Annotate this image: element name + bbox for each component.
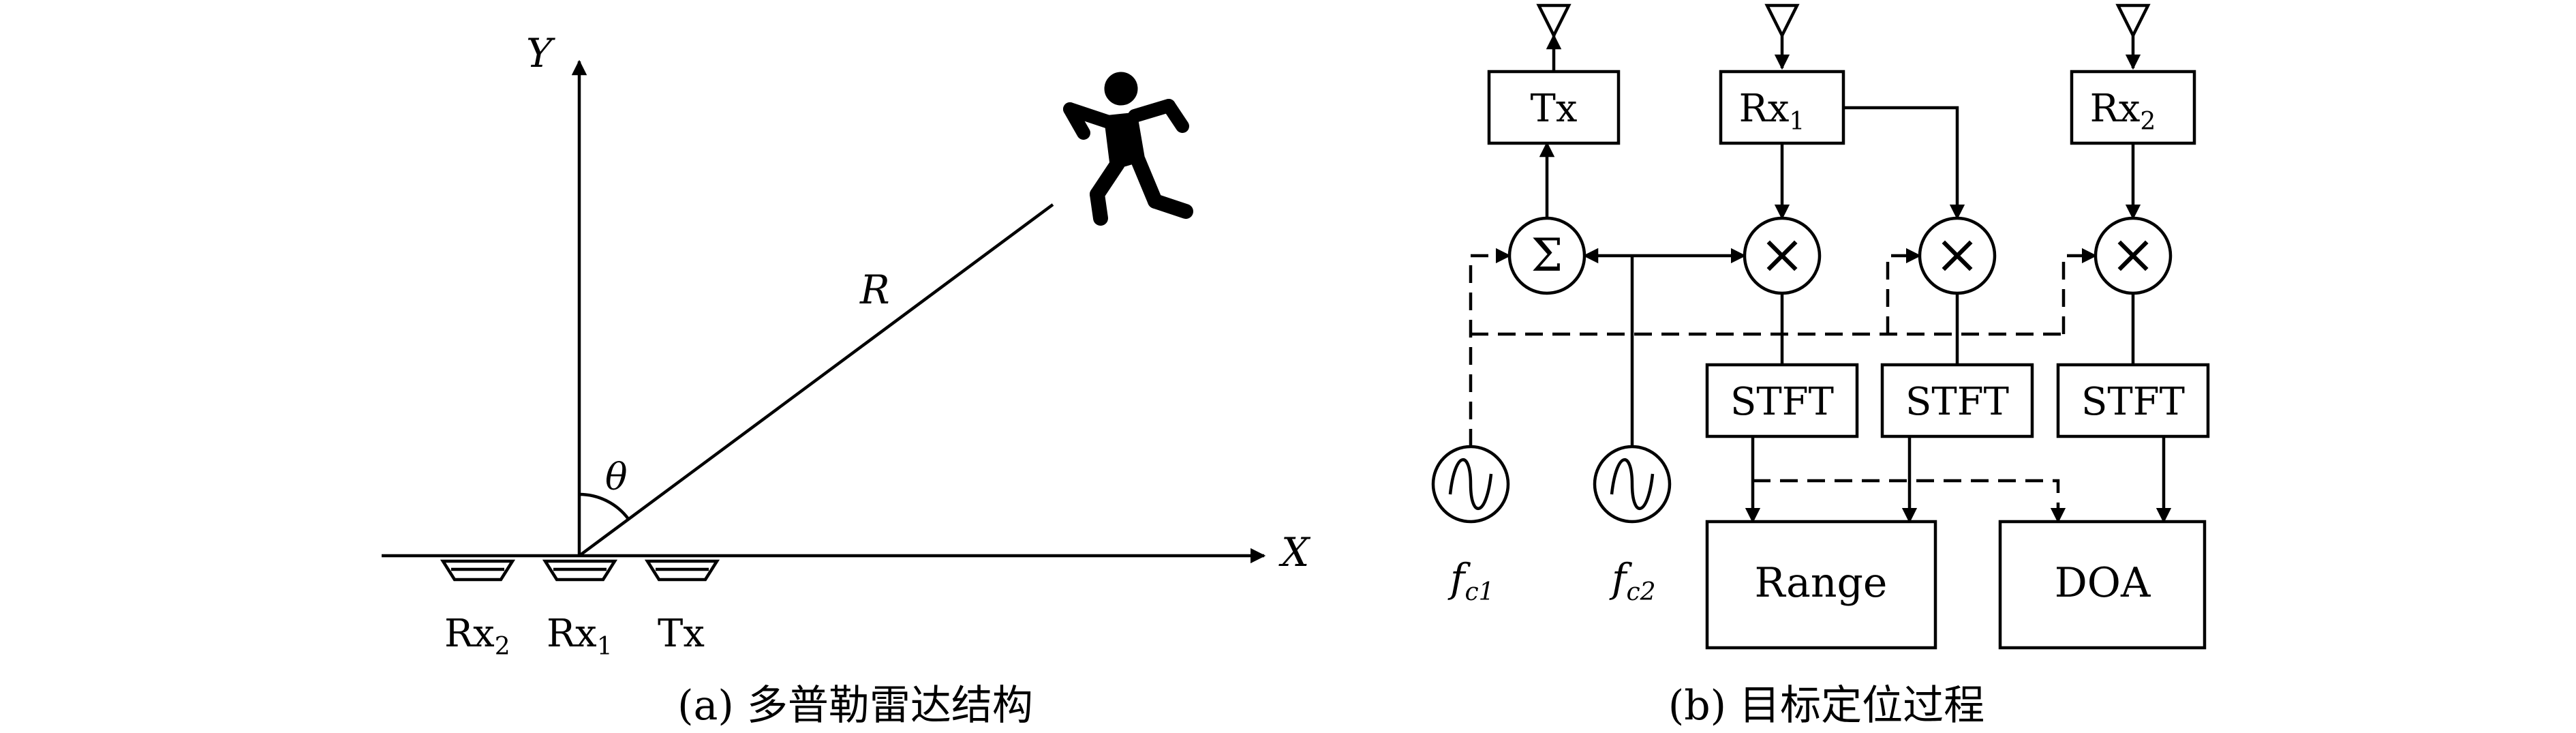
antenna-label-rx2: Rx2 <box>444 612 510 661</box>
fc1-to-mixer3-arrow <box>2061 248 2098 334</box>
angle-arc <box>579 492 630 520</box>
caption-b: (b) 目标定位过程 <box>1668 682 1984 730</box>
running-person-icon <box>1063 72 1193 226</box>
stft-label-3: STFT <box>2081 380 2185 424</box>
mixer-1-symbol: × <box>1759 222 1805 286</box>
summation-symbol: Σ <box>1531 229 1563 282</box>
fc1-to-mixer2-arrow <box>1886 248 1922 334</box>
angle-label: θ <box>605 455 628 498</box>
doa-box <box>1998 520 2207 650</box>
rx2-box-label: Rx2 <box>2090 87 2156 136</box>
sine-wave-icon <box>1448 458 1493 510</box>
range-label: R <box>859 267 890 313</box>
tx-box-label: Tx <box>1531 87 1578 131</box>
fc1-label: fc1 <box>1447 555 1494 606</box>
mixer-2-symbol: × <box>1934 222 1980 286</box>
doa-box-label: DOA <box>2055 559 2151 607</box>
y-axis-label: Y <box>526 30 555 76</box>
rx1-to-mixer2-arrow <box>1843 106 1965 220</box>
range-box-label: Range <box>1755 559 1888 607</box>
antenna-rx2-icon <box>440 559 516 582</box>
panel-b: Tx Rx1 Rx2 Σ × × × <box>1431 5 2210 730</box>
mixer-3-symbol: × <box>2110 222 2156 286</box>
antenna-label-tx: Tx <box>658 612 705 656</box>
stft-box-3 <box>2056 363 2210 438</box>
antenna-rx1-icon <box>1767 5 1797 35</box>
antenna-tx-icon <box>1539 5 1569 35</box>
sine-wave-icon <box>1610 458 1655 510</box>
range-to-doa-dashed-arrow <box>1753 479 2066 524</box>
x-axis-label: X <box>1278 529 1311 575</box>
panel-a: Y X R θ Rx2 Rx1 Tx <box>382 30 1311 730</box>
rx1-box-label: Rx1 <box>1739 87 1805 136</box>
antenna-tx-icon <box>644 559 720 582</box>
stft-label-1: STFT <box>1730 380 1834 424</box>
fc1-to-sum-arrow <box>1469 248 1512 447</box>
antenna-rx2-icon <box>2118 5 2148 35</box>
stft-box-1 <box>1705 363 1859 438</box>
stft-box-2 <box>1880 363 2034 438</box>
caption-a: (a) 多普勒雷达结构 <box>677 682 1033 730</box>
range-line <box>578 203 1054 557</box>
stft-label-2: STFT <box>1905 380 2009 424</box>
fc2-label: fc2 <box>1609 555 1656 606</box>
antenna-rx1-icon <box>542 559 618 582</box>
range-box <box>1705 520 1937 650</box>
antenna-label-rx1: Rx1 <box>547 612 613 661</box>
rx2-box <box>2070 70 2196 145</box>
